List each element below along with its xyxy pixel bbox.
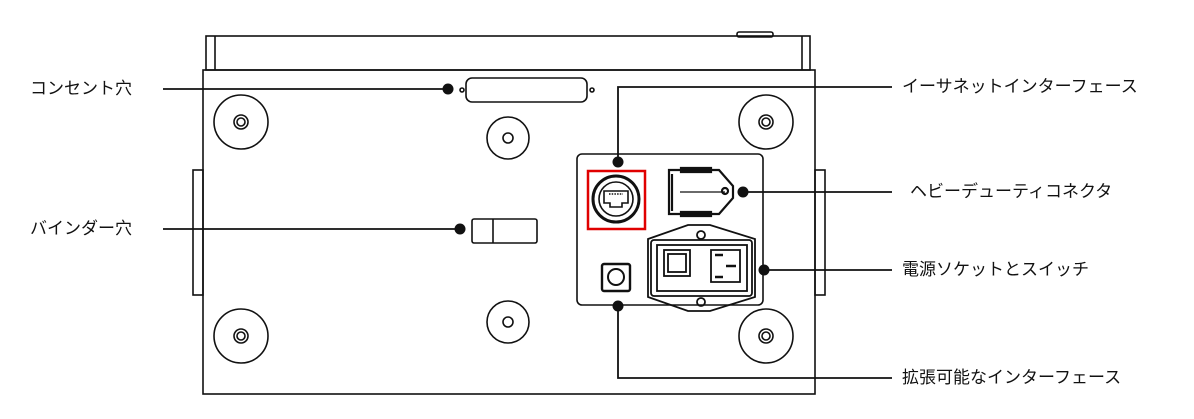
mounting-foot [738, 94, 794, 150]
binder-hole [471, 218, 538, 244]
mounting-foot [486, 116, 530, 160]
label-outlet-hole: コンセント穴 [30, 79, 132, 99]
highlight-box [586, 169, 647, 231]
label-expansion-interface: 拡張可能なインターフェース [902, 368, 1122, 388]
device-body [202, 69, 816, 395]
right-side-tab [814, 169, 826, 296]
mounting-foot [738, 308, 794, 364]
mounting-foot [213, 308, 269, 364]
mounting-foot [213, 94, 269, 150]
top-tab [736, 31, 774, 38]
top-lid [205, 35, 811, 71]
mounting-foot [486, 300, 530, 344]
left-side-tab [192, 169, 204, 296]
label-binder-hole: バインダー穴 [30, 219, 132, 239]
power-switch [663, 249, 691, 277]
heavy-duty-connector [667, 166, 735, 218]
label-ethernet-interface: イーサネットインターフェース [902, 77, 1138, 97]
ethernet-port [591, 174, 641, 224]
outlet-slot [465, 77, 588, 103]
power-socket-module [647, 224, 756, 312]
label-heavy-duty-connector: ヘビーデューティコネクタ [910, 182, 1113, 202]
label-power-socket-switch: 電源ソケットとスイッチ [902, 260, 1089, 280]
expansion-port [600, 262, 632, 293]
